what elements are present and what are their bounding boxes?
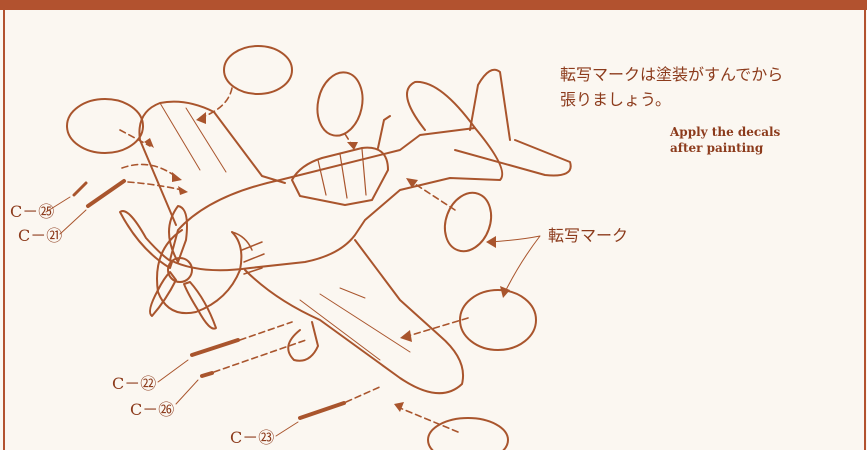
propeller-blade-bottom [149,271,177,317]
decal-instruction-en-line1: Apply the decals [670,125,781,139]
left-border-line [3,10,5,450]
top-border-band [0,0,867,10]
decal-instruction-jp-line1: 転写マークは塗装がすんでから [560,65,784,84]
horizontal-stabilizer-left [406,80,476,131]
leader-c22 [157,359,189,383]
part-c26-barrel [200,371,214,378]
decal-oval-fuselage [443,191,493,253]
part-c22-barrel [190,338,240,357]
vertical-stabilizer [469,68,511,141]
part-label-c21: C－㉑ [18,226,63,245]
upper-left-wing [138,100,286,226]
antenna-mast [377,115,391,149]
leader-c26 [175,379,199,405]
decal-instruction-jp-line2: 張りましょう。 [560,90,672,109]
leader-c23 [275,421,299,437]
decal-oval-lower-wing [459,289,537,351]
decal-oval-wingtip [427,417,509,450]
part-c25-barrel [72,181,88,197]
propeller-blade-right [183,281,217,330]
leader-c25 [45,196,71,213]
propeller-spinner [167,257,193,283]
propeller-blade-left [119,210,173,269]
decal-mark-label: 転写マーク [548,226,629,245]
part-label-c25: C－㉕ [10,202,55,221]
canopy [291,146,389,206]
decal-instruction-en-line2: after painting [670,141,764,155]
part-label-c23: C－㉓ [230,428,275,447]
horizontal-stabilizer-right [454,139,572,177]
leader-c21 [59,209,87,235]
decal-oval-canopy [316,71,364,137]
landing-gear [287,321,319,362]
propeller-blade-top [168,205,188,263]
part-label-c26: C－㉖ [130,400,175,419]
decal-oval-upper-wing [223,45,293,95]
part-c21-barrel [86,179,126,208]
right-border-line [864,10,866,450]
lower-right-wing [244,239,464,395]
engine-cowling [156,229,243,314]
leader-decal-label [489,235,541,293]
part-c23-barrel [298,401,346,420]
part-label-c22: C－㉒ [112,374,157,393]
fuselage [169,127,504,272]
decal-oval-left-wing [66,98,144,154]
